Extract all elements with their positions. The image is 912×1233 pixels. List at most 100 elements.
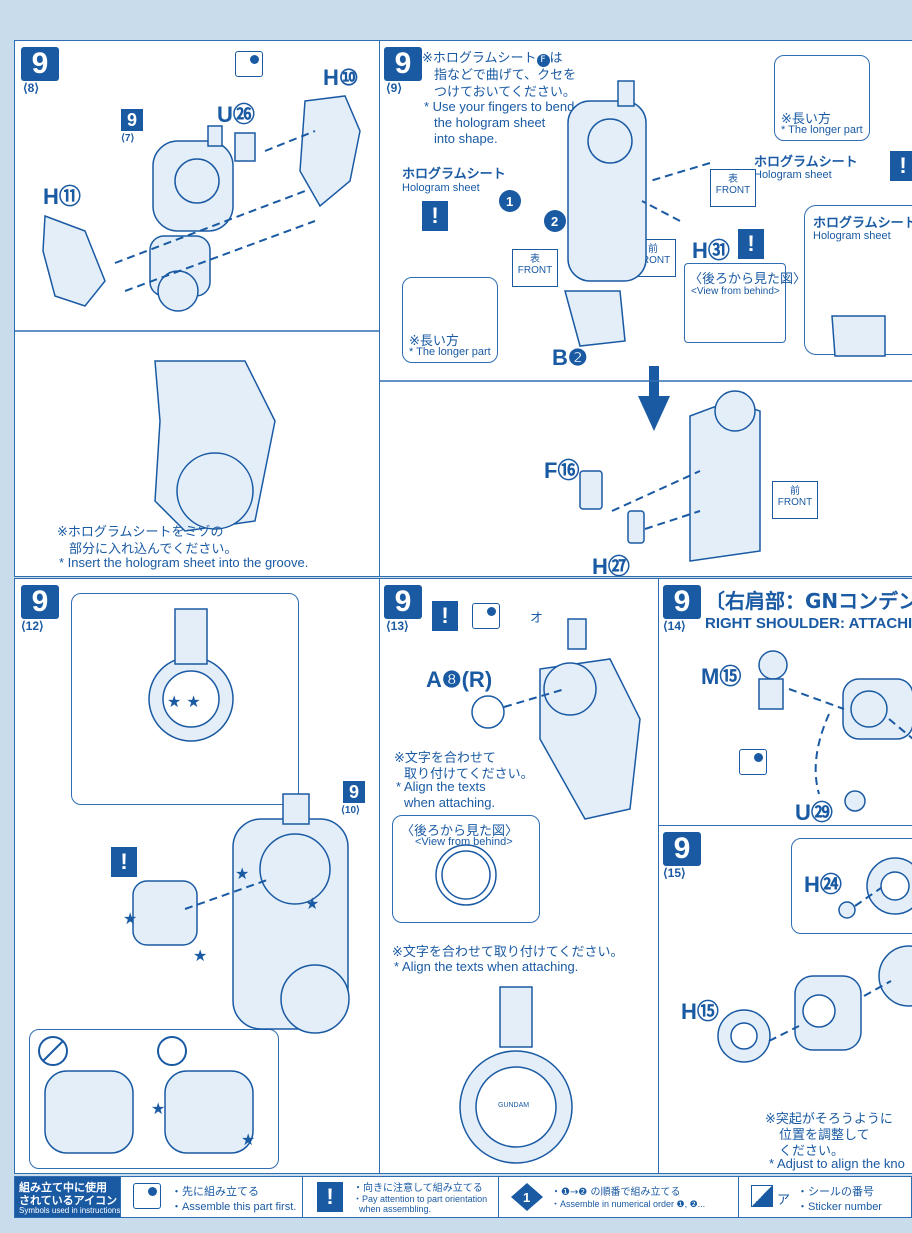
inner-step-number: 9 (121, 109, 143, 131)
legend-c2-jp: ・向きに注意して組み立てる (353, 1183, 483, 1194)
hologram-label-jp-right: ホログラムシート (754, 155, 858, 170)
align-note2-en: * Align the texts when attaching. (394, 959, 579, 974)
step-subnumber: ⟨12⟩ (21, 619, 44, 633)
inner-step-subnumber: ⟨10⟩ (341, 805, 360, 816)
bend-note-en-1: * Use your fingers to bend (424, 99, 575, 114)
order-number: 1 (523, 1190, 530, 1205)
step-panel-13: 9 ⟨13⟩ ! オ A❽(R) ※文字を合わせて 取り付けてください。 * A… (379, 578, 659, 1174)
legend-c3-jp: ・❶→❷ の順番で組み立てる (551, 1187, 681, 1198)
behind-jp: 〈後ろから見た図〉 (689, 272, 807, 287)
legend-c1-en: ・Assemble this part first. (171, 1201, 297, 1213)
part-label-h11: H⑪ (43, 184, 81, 209)
orientation-warning-icon: ! (111, 847, 137, 877)
hologram-label-jp-left: ホログラムシート (402, 167, 506, 182)
assemble-first-icon (133, 1183, 161, 1209)
part-label-u26: U㉖ (217, 102, 255, 127)
inner-step-subnumber: ⟨7⟩ (121, 133, 135, 144)
legend-c2-en-2: when assembling. (359, 1204, 432, 1214)
legend-title-jp-2: されているアイコン (19, 1194, 118, 1207)
part-label-m15: M⑮ (701, 664, 742, 689)
align-note-en-1: * Align the texts (396, 779, 486, 794)
bend-note-en-3: into shape. (434, 131, 498, 146)
svg-text:★: ★ (241, 1130, 255, 1149)
assembly-illustration-8 (15, 95, 379, 532)
front-en: FRONT (777, 497, 813, 508)
adjust-note-jp-3: ください。 (779, 1144, 845, 1159)
svg-text:★: ★ (193, 946, 207, 965)
groove-note-jp-2: 部分に入れ込んでください。 (69, 542, 238, 557)
step-subnumber: ⟨15⟩ (663, 866, 686, 880)
step-subnumber: ⟨9⟩ (386, 81, 403, 95)
icon-legend: 組み立て中に使用 されているアイコン Symbols used in instr… (14, 1176, 912, 1218)
order-arrow-icon: 1 (511, 1183, 543, 1211)
longer-part-jp: ※長い方 (409, 334, 459, 349)
orientation-warning-icon: ! (317, 1182, 343, 1212)
sticker-icon (751, 1185, 773, 1207)
assembly-illustration-14 (758, 650, 912, 812)
step-subnumber: ⟨13⟩ (386, 619, 409, 633)
assembly-illustration-9: 1 2 (380, 80, 912, 562)
hologram-label-jp-inset: ホログラムシート (813, 216, 912, 231)
legend-orientation: ! ・向きに注意して組み立てる ・Pay attention to part o… (303, 1177, 499, 1217)
step-number: 9 (384, 47, 422, 81)
step-panel-15: 9 ⟨15⟩ H㉔ H⑮ ※突起がそろうように 位置を調整して ください。 * … (658, 825, 912, 1174)
assembly-illustration-12: ★ ★ ★★★★ ★★ (38, 608, 350, 1154)
legend-c3-en: ・Assemble in numerical order ❶, ❷... (551, 1199, 706, 1209)
adjust-note-jp-2: 位置を調整して (779, 1128, 870, 1143)
svg-text:★ ★: ★ ★ (167, 692, 201, 711)
part-label-h31: H㉛ (692, 238, 730, 263)
sheet-letter-badge: F (536, 54, 550, 67)
legend-title: 組み立て中に使用 されているアイコン Symbols used in instr… (15, 1177, 121, 1217)
assemble-first-icon (472, 603, 500, 629)
legend-c2-en-1: ・Pay attention to part orientation (353, 1194, 488, 1204)
align-note-jp-2: 取り付けてください。 (404, 767, 534, 782)
part-label-u29: U㉙ (795, 800, 833, 825)
svg-text:★: ★ (305, 894, 319, 913)
front-en: FRONT (517, 265, 553, 276)
longer-part-jp: ※長い方 (781, 112, 831, 127)
part-label-b2: B❷ (552, 345, 588, 370)
step-panel-14: 9 ⟨14⟩ 〔右肩部：GNコンデン RIGHT SHOULDER: ATTAC… (658, 578, 912, 826)
legend-assemble-first: ・先に組み立てる ・Assemble this part first. (121, 1177, 303, 1217)
step-subnumber: ⟨14⟩ (663, 619, 686, 633)
align-note2-jp: ※文字を合わせて取り付けてください。 (392, 945, 624, 960)
front-jp: 前 (790, 486, 800, 497)
part-label-a8: A❽(R) (426, 667, 493, 692)
sticker-letter: オ (530, 610, 544, 625)
part-label-f16: F⑯ (544, 458, 580, 483)
step-number: 9 (384, 585, 422, 619)
adjust-note-jp-1: ※突起がそろうように (765, 1112, 893, 1127)
groove-note-jp-1: ※ホログラムシートをミゾの (57, 525, 224, 540)
step-number: 9 (663, 832, 701, 866)
hologram-label-en-inset: Hologram sheet (813, 230, 891, 242)
svg-text:★: ★ (151, 1099, 165, 1118)
longer-part-en: * The longer part (781, 124, 863, 136)
align-note-en-2: when attaching. (404, 795, 496, 810)
inner-step-number: 9 (343, 781, 365, 803)
front-jp: 表 (728, 174, 738, 185)
step-title-jp: 〔右肩部：GNコンデン (705, 589, 912, 613)
order-1: 1 (506, 194, 513, 209)
legend-title-jp-1: 組み立て中に使用 (19, 1181, 107, 1194)
legend-sticker: ア ・シールの番号 ・Sticker number (739, 1177, 911, 1217)
longer-part-callout-left: ※長い方 * The longer part (402, 277, 498, 363)
step-panel-8: 9 ⟨8⟩ 9 ⟨7⟩ U㉖ H⑩ H⑪ ※ホログラムシートをミゾの 部分に入れ… (14, 40, 380, 577)
orientation-warning-icon: ! (422, 201, 448, 231)
orientation-warning-icon: ! (738, 229, 764, 259)
front-en: FRONT (635, 255, 671, 266)
behind-en: <View from behind> (691, 286, 780, 297)
step-panel-12: 9 ⟨12⟩ 9 ⟨10⟩ ! ★ ★ ★★★★ ★★ (14, 578, 380, 1174)
groove-note-en: * Insert the hologram sheet into the gro… (59, 555, 309, 570)
assembly-illustration-15 (717, 857, 912, 1063)
part-label-h15: H⑮ (681, 999, 719, 1024)
gundam-logo: GUNDAM (498, 1102, 529, 1109)
orientation-warning-icon: ! (890, 151, 912, 181)
step-subnumber: ⟨8⟩ (23, 81, 40, 95)
part-label-h10: H⑩ (323, 65, 359, 90)
part-label-h24: H㉔ (804, 872, 842, 897)
front-jp: 表 (530, 254, 540, 265)
